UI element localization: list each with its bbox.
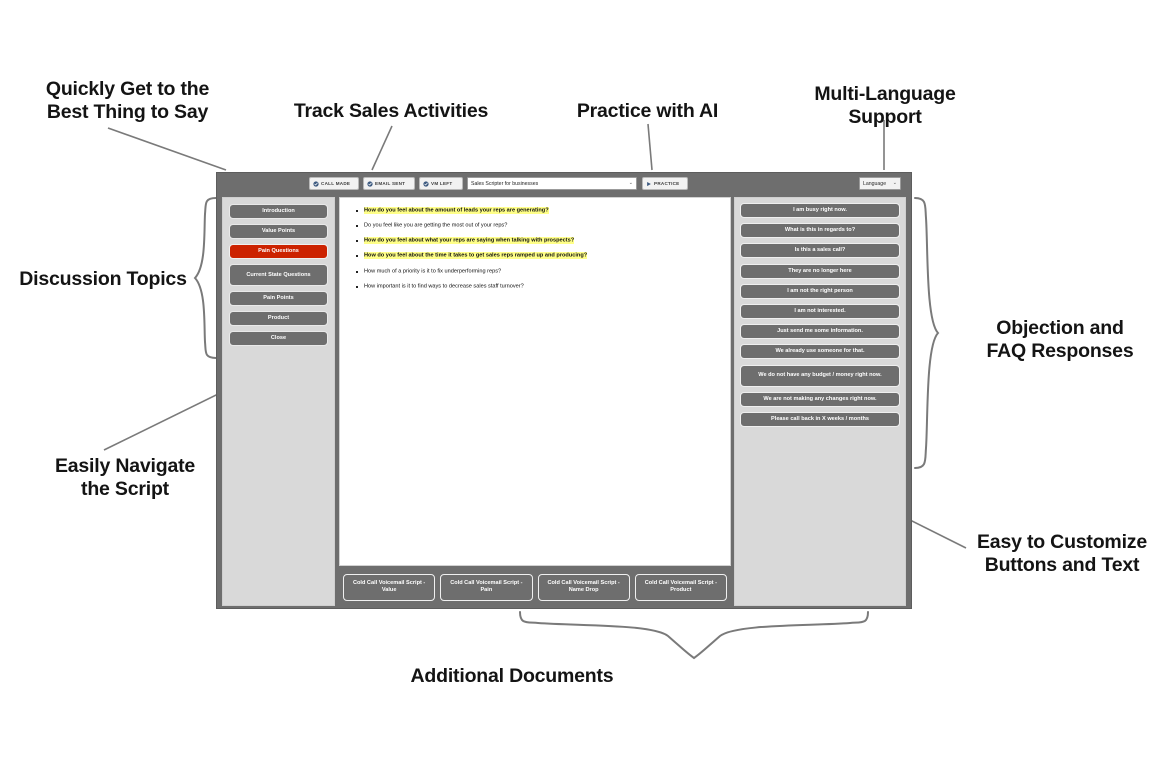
chevron-down-icon: ⌄ (892, 180, 897, 186)
objection-button-not-interested[interactable]: I am not interested. (740, 303, 900, 319)
email-sent-button[interactable]: EMAIL SENT (363, 177, 415, 190)
script-select-dropdown[interactable]: Sales Scripter for businesses ⌄ (467, 177, 637, 190)
check-circle-icon (313, 180, 319, 187)
sidebar-item-current-state-questions[interactable]: Current State Questions (229, 264, 328, 286)
sidebar-item-product[interactable]: Product (229, 311, 328, 326)
sidebar-item-introduction[interactable]: Introduction (229, 204, 328, 219)
script-line: How do you feel about the amount of lead… (356, 206, 718, 214)
call-made-label: CALL MADE (321, 181, 351, 186)
script-line-text: How much of a priority is it to fix unde… (364, 268, 502, 275)
script-line-text: How do you feel about the time it takes … (364, 252, 588, 260)
script-line: How important is it to find ways to decr… (356, 283, 718, 290)
objection-faq-panel: I am busy right now. What is this in reg… (734, 197, 906, 606)
top-toolbar: CALL MADE EMAIL SENT VM LEFT Sales Scrip… (217, 173, 911, 195)
check-circle-icon (367, 180, 373, 187)
script-line: Do you feel like you are getting the mos… (356, 222, 718, 229)
script-line: How do you feel about what your reps are… (356, 237, 718, 245)
script-line-text: How important is it to find ways to decr… (364, 283, 524, 290)
sidebar-item-pain-questions[interactable]: Pain Questions (229, 244, 328, 259)
document-button-product[interactable]: Cold Call Voicemail Script - Product (634, 573, 727, 601)
script-select-value: Sales Scripter for businesses (471, 180, 539, 187)
annotation-objection-faq-responses: Objection and FAQ Responses (986, 317, 1134, 362)
objection-button-regards-to[interactable]: What is this in regards to? (740, 223, 900, 239)
sidebar-item-value-points[interactable]: Value Points (229, 224, 328, 239)
document-button-pain[interactable]: Cold Call Voicemail Script - Pain (440, 573, 533, 601)
annotation-quickly-get-to-best-thing: Quickly Get to the Best Thing to Say (45, 78, 210, 123)
document-button-value[interactable]: Cold Call Voicemail Script - Value (343, 573, 436, 601)
language-select-value: Language (863, 180, 887, 187)
script-line: How do you feel about the time it takes … (356, 252, 718, 260)
annotation-additional-documents: Additional Documents (410, 665, 614, 687)
language-select-dropdown[interactable]: Language ⌄ (859, 177, 901, 190)
script-line-text: How do you feel about what your reps are… (364, 237, 575, 245)
document-button-name-drop[interactable]: Cold Call Voicemail Script - Name Drop (537, 573, 630, 601)
practice-button[interactable]: PRACTICE (642, 177, 688, 190)
script-line-text: Do you feel like you are getting the mos… (364, 222, 508, 229)
practice-label: PRACTICE (654, 181, 680, 186)
play-icon (647, 181, 651, 186)
objection-button-not-right-person[interactable]: I am not the right person (740, 283, 900, 299)
script-content-panel: How do you feel about the amount of lead… (339, 197, 731, 566)
chevron-down-icon: ⌄ (628, 180, 633, 186)
app-window: CALL MADE EMAIL SENT VM LEFT Sales Scrip… (216, 172, 912, 609)
objection-button-busy[interactable]: I am busy right now. (740, 203, 900, 218)
vm-left-label: VM LEFT (431, 181, 453, 186)
discussion-topics-sidebar: Introduction Value Points Pain Questions… (222, 197, 335, 606)
additional-documents-bar: Cold Call Voicemail Script - Value Cold … (339, 569, 731, 605)
email-sent-label: EMAIL SENT (375, 181, 406, 186)
objection-button-sales-call[interactable]: Is this a sales call? (740, 243, 900, 259)
objection-button-already-use[interactable]: We already use someone for that. (740, 344, 900, 360)
script-line-text: How do you feel about the amount of lead… (364, 206, 549, 214)
annotation-discussion-topics: Discussion Topics (19, 268, 187, 290)
annotation-multi-language-support: Multi-Language Support (814, 83, 956, 128)
app-body: Introduction Value Points Pain Questions… (217, 195, 911, 608)
objection-button-no-longer-here[interactable]: They are no longer here (740, 263, 900, 279)
annotation-track-sales-activities: Track Sales Activities (293, 100, 489, 122)
objection-button-send-information[interactable]: Just send me some information. (740, 324, 900, 340)
sidebar-item-pain-points[interactable]: Pain Points (229, 291, 328, 306)
check-circle-icon (423, 180, 429, 187)
annotation-easily-navigate-script: Easily Navigate the Script (54, 455, 196, 500)
vm-left-button[interactable]: VM LEFT (419, 177, 463, 190)
objection-button-call-back[interactable]: Please call back in X weeks / months (740, 411, 900, 427)
objection-button-no-budget[interactable]: We do not have any budget / money right … (740, 364, 900, 387)
annotation-practice-with-ai: Practice with AI (576, 100, 719, 122)
script-line: How much of a priority is it to fix unde… (356, 268, 718, 275)
script-question-list: How do you feel about the amount of lead… (352, 206, 718, 290)
sidebar-item-close[interactable]: Close (229, 331, 328, 346)
call-made-button[interactable]: CALL MADE (309, 177, 359, 190)
objection-button-no-changes[interactable]: We are not making any changes right now. (740, 391, 900, 407)
annotation-easy-to-customize: Easy to Customize Buttons and Text (977, 531, 1147, 576)
